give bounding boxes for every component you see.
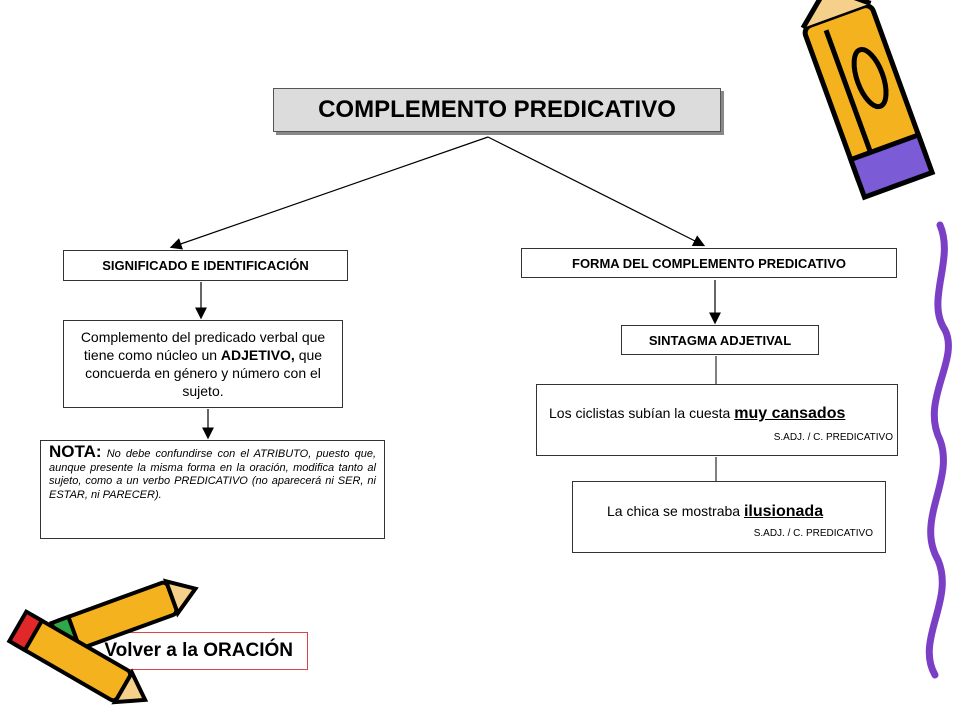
diagram-title: COMPLEMENTO PREDICATIVO bbox=[273, 88, 721, 132]
back-to-sentence-button[interactable]: Volver a la ORACIÓN bbox=[72, 632, 308, 670]
example-2-text: La chica se mostraba bbox=[607, 503, 741, 519]
example-1-sentence: Los ciclistas subían la cuesta muy cansa… bbox=[549, 405, 845, 423]
form-header: FORMA DEL COMPLEMENTO PREDICATIVO bbox=[521, 248, 897, 278]
example-1-text: Los ciclistas subían la cuesta bbox=[549, 405, 731, 421]
example-1-highlight: muy cansados bbox=[734, 405, 846, 422]
example-2-label: S.ADJ. / C. PREDICATIVO bbox=[753, 528, 873, 539]
note-box: NOTA: No debe confundirse con el ATRIBUT… bbox=[40, 440, 385, 539]
definition-bold: ADJETIVO, bbox=[220, 347, 295, 363]
sintagma-box: SINTAGMA ADJETIVAL bbox=[621, 325, 819, 355]
arrow-title-right bbox=[487, 136, 706, 247]
example-2-highlight: ilusionada bbox=[743, 503, 824, 520]
example-1-label: S.ADJ. / C. PREDICATIVO bbox=[773, 432, 893, 443]
arrow-title-left bbox=[169, 136, 489, 250]
definition-pre: Complemento del predicado verbal que tie… bbox=[80, 329, 326, 363]
example-2-sentence: La chica se mostraba ilusionada bbox=[607, 503, 823, 521]
example-2-box: La chica se mostraba ilusionada S.ADJ. /… bbox=[572, 481, 886, 553]
note-text: No debe confundirse con el ATRIBUTO, pue… bbox=[49, 448, 376, 501]
example-1-box: Los ciclistas subían la cuesta muy cansa… bbox=[536, 384, 898, 456]
definition-post: que concuerda en género y número con el … bbox=[85, 347, 323, 399]
definition-box: Complemento del predicado verbal que tie… bbox=[63, 320, 343, 408]
meaning-header: SIGNIFICADO E IDENTIFICACIÓN bbox=[63, 250, 348, 281]
note-label: NOTA: bbox=[49, 442, 102, 461]
